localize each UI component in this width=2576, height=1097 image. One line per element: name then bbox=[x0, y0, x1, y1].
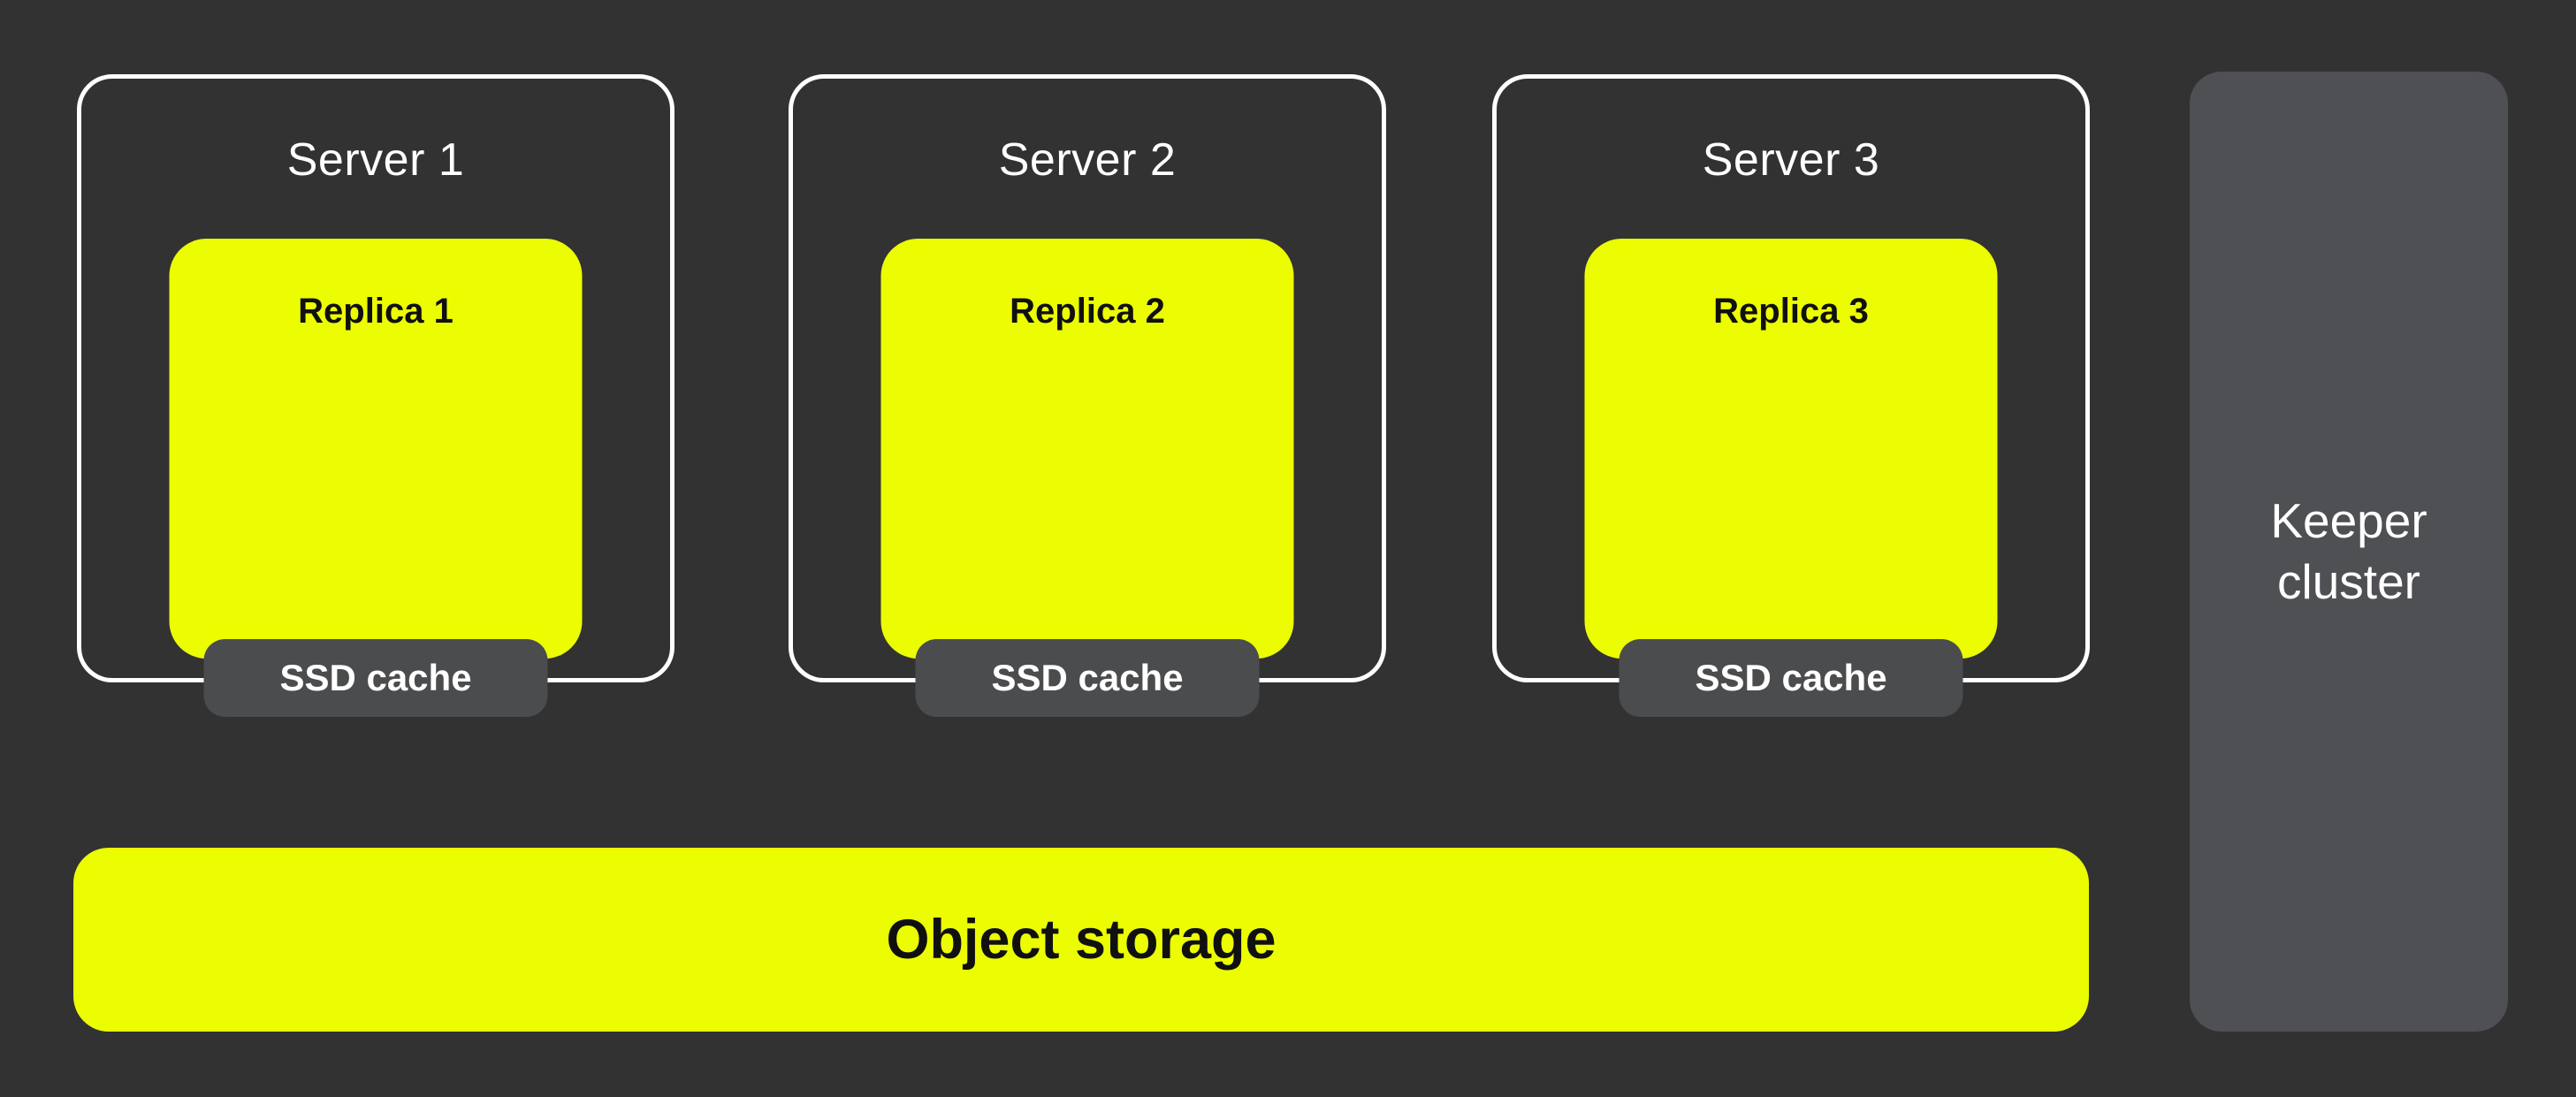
server-box-3: Server 3 Replica 3 SSD cache bbox=[1492, 74, 2090, 717]
object-storage-label: Object storage bbox=[886, 908, 1277, 971]
keeper-cluster-label: Keeper cluster bbox=[2270, 493, 2427, 609]
server-title: Server 2 bbox=[998, 134, 1177, 186]
server-box-1: Server 1 Replica 1 SSD cache bbox=[77, 74, 674, 717]
ssd-cache-badge-2: SSD cache bbox=[915, 639, 1260, 717]
replica-title: Replica 1 bbox=[298, 292, 453, 331]
ssd-cache-label: SSD cache bbox=[991, 657, 1184, 698]
replica-title: Replica 3 bbox=[1713, 292, 1869, 331]
server-title: Server 1 bbox=[286, 134, 465, 186]
ssd-cache-badge-1: SSD cache bbox=[203, 639, 548, 717]
replica-title: Replica 2 bbox=[1010, 292, 1165, 331]
ssd-cache-badge-3: SSD cache bbox=[1619, 639, 1963, 717]
ssd-cache-label: SSD cache bbox=[1695, 657, 1887, 698]
server-title: Server 3 bbox=[1702, 134, 1880, 186]
replica-card-3: Replica 3 bbox=[1584, 239, 1998, 659]
ssd-cache-label: SSD cache bbox=[279, 657, 472, 698]
replica-card-2: Replica 2 bbox=[880, 239, 1294, 659]
object-storage-bar: Object storage bbox=[73, 848, 2089, 1032]
server-box-2: Server 2 Replica 2 SSD cache bbox=[789, 74, 1386, 717]
keeper-cluster-panel: Keeper cluster bbox=[2190, 72, 2508, 1032]
replica-card-1: Replica 1 bbox=[169, 239, 583, 659]
